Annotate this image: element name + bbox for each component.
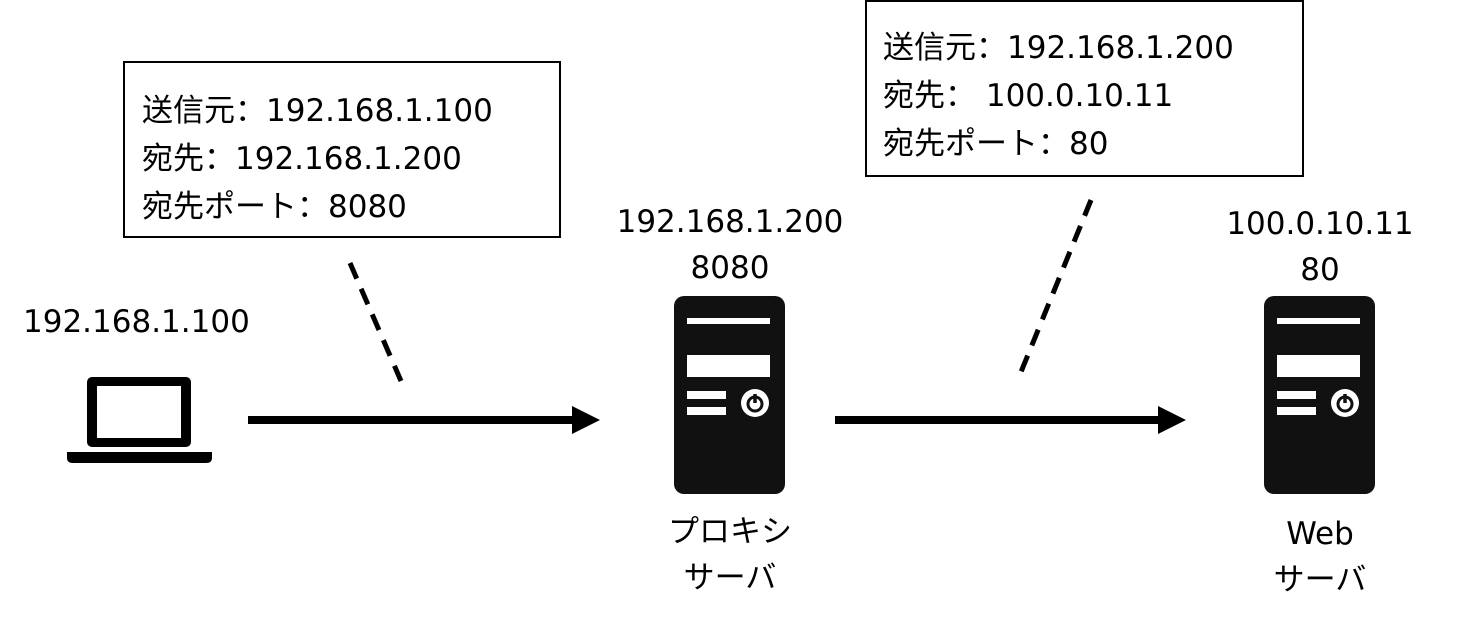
web-server-icon <box>1264 296 1375 494</box>
packet2-destination-port: 宛先ポート：80 <box>883 126 1109 162</box>
power-icon <box>741 389 769 417</box>
proxy-name-line2: サーバ <box>683 560 777 596</box>
packet1-destination-port: 宛先ポート：8080 <box>142 189 407 225</box>
packet2-info-box: 送信元：192.168.1.200 宛先： 100.0.10.11 宛先ポート：… <box>865 0 1304 177</box>
proxy-name-line1: プロキシ <box>668 514 792 550</box>
packet1-info-box: 送信元：192.168.1.100 宛先：192.168.1.200 宛先ポート… <box>123 61 561 238</box>
packet1-leader <box>347 262 404 382</box>
web-ip-label: 100.0.10.11 <box>1226 206 1414 242</box>
packet1-source: 送信元：192.168.1.100 <box>142 93 493 129</box>
web-port-label: 80 <box>1300 252 1340 288</box>
proxy-port-label: 8080 <box>690 250 770 286</box>
laptop-icon <box>67 377 212 463</box>
packet2-destination: 宛先： 100.0.10.11 <box>883 78 1174 114</box>
power-icon <box>1331 389 1359 417</box>
client-ip-label: 192.168.1.100 <box>23 304 250 340</box>
arrow-proxy-to-web <box>835 406 1186 434</box>
packet2-source: 送信元：192.168.1.200 <box>883 30 1234 66</box>
arrow-client-to-proxy <box>248 406 600 434</box>
proxy-ip-label: 192.168.1.200 <box>616 204 844 240</box>
packet1-destination: 宛先：192.168.1.200 <box>142 141 462 177</box>
web-name-line2: サーバ <box>1273 562 1367 598</box>
proxy-server-icon <box>674 296 785 494</box>
packet2-leader <box>1018 199 1094 373</box>
web-name-line1: Web <box>1286 516 1354 552</box>
